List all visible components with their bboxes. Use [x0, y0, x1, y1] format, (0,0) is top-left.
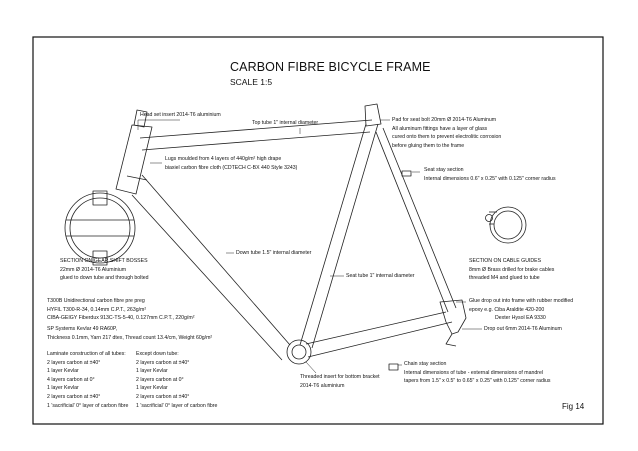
chain-stay-line-1: Chain stay section — [404, 361, 447, 367]
laminate-row-3: 4 layers carbon at 0° — [47, 376, 95, 383]
label-top-tube: Top tube 1" internal diameter — [252, 120, 319, 126]
gear-shift-boss-section — [64, 190, 136, 266]
laminate-row-1: 2 layers carbon at ±40° — [47, 359, 101, 366]
laminate-header: Laminate construction of all tubes: — [47, 351, 126, 357]
figure-label: Fig 14 — [562, 402, 585, 411]
head-tube — [115, 109, 153, 195]
lugs-line-1: Lugs moulded from 4 layers of 440g/m² hi… — [165, 156, 282, 162]
except-row-2: 1 layer Kevlar — [136, 368, 168, 375]
chain-stay — [305, 311, 453, 358]
down-tube — [131, 174, 291, 361]
label-glue-drop-out: Glue drop out into frame with rubber mod… — [469, 297, 573, 323]
glue-line-3: Dexter Hysol EA 9330 — [495, 315, 546, 322]
bottom-bracket-inner — [291, 344, 307, 360]
materials-1-line-1: T300B Unidirectional carbon fibre pre pr… — [47, 298, 145, 304]
laminate-row-2: 1 layer Kevlar — [47, 368, 79, 375]
except-header: Except down tube: — [136, 351, 179, 357]
except-row-3: 2 layers carbon at 0° — [136, 376, 184, 383]
except-table: Except down tube: 2 layers carbon at ±40… — [136, 350, 217, 410]
label-materials-prepreg: T300B Unidirectional carbon fibre pre pr… — [47, 297, 194, 323]
cable-guides-line-3: threaded M4 and glued to tube — [469, 275, 540, 282]
gear-shift-line-2: 22mm Ø 2014-T6 Aluminium — [60, 266, 127, 273]
pad-seat-bolt-line-1: Pad for seat bolt 20mm Ø 2014-T6 Aluminu… — [392, 117, 497, 123]
except-row-5: 2 layers carbon at ±40° — [136, 393, 190, 400]
drop-out — [439, 299, 467, 347]
chain-stay-line-2: Internal dimensions of tube - external d… — [404, 369, 543, 376]
bottom-bracket — [286, 339, 312, 365]
materials-2-line-2: Thickness 0.1mm, Yarn 217 dtex, Thread c… — [47, 334, 213, 341]
label-materials-kevlar: SP Systems Kevlar 49 RA60P, Thickness 0.… — [47, 325, 212, 342]
chain-stay-section — [388, 363, 399, 371]
seat-stay-line-1: Seat stay section — [424, 167, 464, 173]
label-gear-shift: SECTION ON GEAR SHIFT BOSSES 22mm Ø 2014… — [60, 257, 149, 283]
materials-1-line-2: HYFIL T300-R-34, 0.14mm C.P.T., 263g/m² — [47, 306, 147, 313]
except-row-1: 2 layers carbon at ±40° — [136, 359, 190, 366]
seat-tube — [299, 103, 382, 349]
cable-guide-section — [485, 206, 527, 244]
pad-seat-bolt-line-4: before gluing them to the frame — [392, 142, 465, 149]
laminate-row-6: 1 'sacrificial' 0° layer of carbon fibre — [47, 402, 129, 409]
label-seat-tube: Seat tube 1" internal diameter — [346, 273, 415, 279]
gear-shift-line-1: SECTION ON GEAR SHIFT BOSSES — [60, 258, 148, 264]
label-seat-stay-section: Seat stay section Internal dimensions 0.… — [424, 166, 556, 183]
bottom-bracket-line-2: 2014-T6 aluminium — [300, 382, 345, 389]
label-bottom-bracket: Threaded insert for bottom bracket 2014-… — [300, 373, 380, 390]
pad-seat-bolt-line-3: cured onto them to prevent electrolitic … — [392, 134, 502, 141]
lugs-line-2: biaxiel carbon fibre cloth (CDTECH C-BX … — [165, 164, 298, 171]
laminate-row-5: 2 layers carbon at ±40° — [47, 393, 101, 400]
materials-2-line-1: SP Systems Kevlar 49 RA60P, — [47, 326, 118, 332]
drawing-title: CARBON FIBRE BICYCLE FRAME — [230, 60, 431, 74]
leader-bottom-bracket — [305, 361, 317, 374]
seat-stay — [375, 127, 457, 313]
label-lugs: Lugs moulded from 4 layers of 440g/m² hi… — [165, 155, 297, 172]
bottom-bracket-line-1: Threaded insert for bottom bracket — [300, 374, 380, 380]
drawing-border — [32, 36, 604, 425]
laminate-row-4: 1 layer Kevlar — [47, 385, 79, 392]
label-down-tube: Down tube 1.5" internal diameter — [236, 250, 312, 256]
laminate-table: Laminate construction of all tubes: 2 la… — [47, 350, 128, 410]
except-row-4: 1 layer Kevlar — [136, 385, 168, 392]
label-drop-out: Drop out 6mm 2014-T6 Aluminum — [484, 326, 562, 332]
cable-guides-line-2: 8mm Ø Brass drilled for brake cables — [469, 266, 555, 273]
seat-stay-section — [401, 170, 412, 177]
except-row-6: 1 'sacrificial' 0° layer of carbon fibre — [136, 402, 218, 409]
label-cable-guides: SECTION ON CABLE GUIDES 8mm Ø Brass dril… — [469, 257, 554, 283]
cable-guides-line-1: SECTION ON CABLE GUIDES — [469, 258, 542, 264]
label-chain-stay: Chain stay section Internal dimensions o… — [404, 360, 550, 386]
label-head-set: Head set insert 2014-T6 aluminium — [140, 112, 221, 118]
glue-line-1: Glue drop out into frame with rubber mod… — [469, 298, 574, 304]
glue-line-2: epoxy e.g. Ciba Araldite 420-200 — [469, 306, 545, 313]
chain-stay-line-3: tapers from 1.5" x 0.5" to 0.65" x 0.25"… — [404, 378, 551, 385]
label-pad-seat-bolt: Pad for seat bolt 20mm Ø 2014-T6 Aluminu… — [392, 116, 501, 150]
seat-stay-line-2: Internal dimensions 0.6" x 0.25" with 0.… — [424, 175, 556, 182]
drawing-scale: SCALE 1:5 — [230, 77, 273, 87]
pad-seat-bolt-line-2: All aluminum fittings have a layer of gl… — [392, 125, 488, 132]
materials-1-line-3: CIBA-GEIGY Fiberdux 913C-TS-5-40, 0.127m… — [47, 315, 195, 322]
top-tube — [139, 119, 373, 151]
gear-shift-line-3: glued to down tube and through bolted — [60, 275, 149, 282]
